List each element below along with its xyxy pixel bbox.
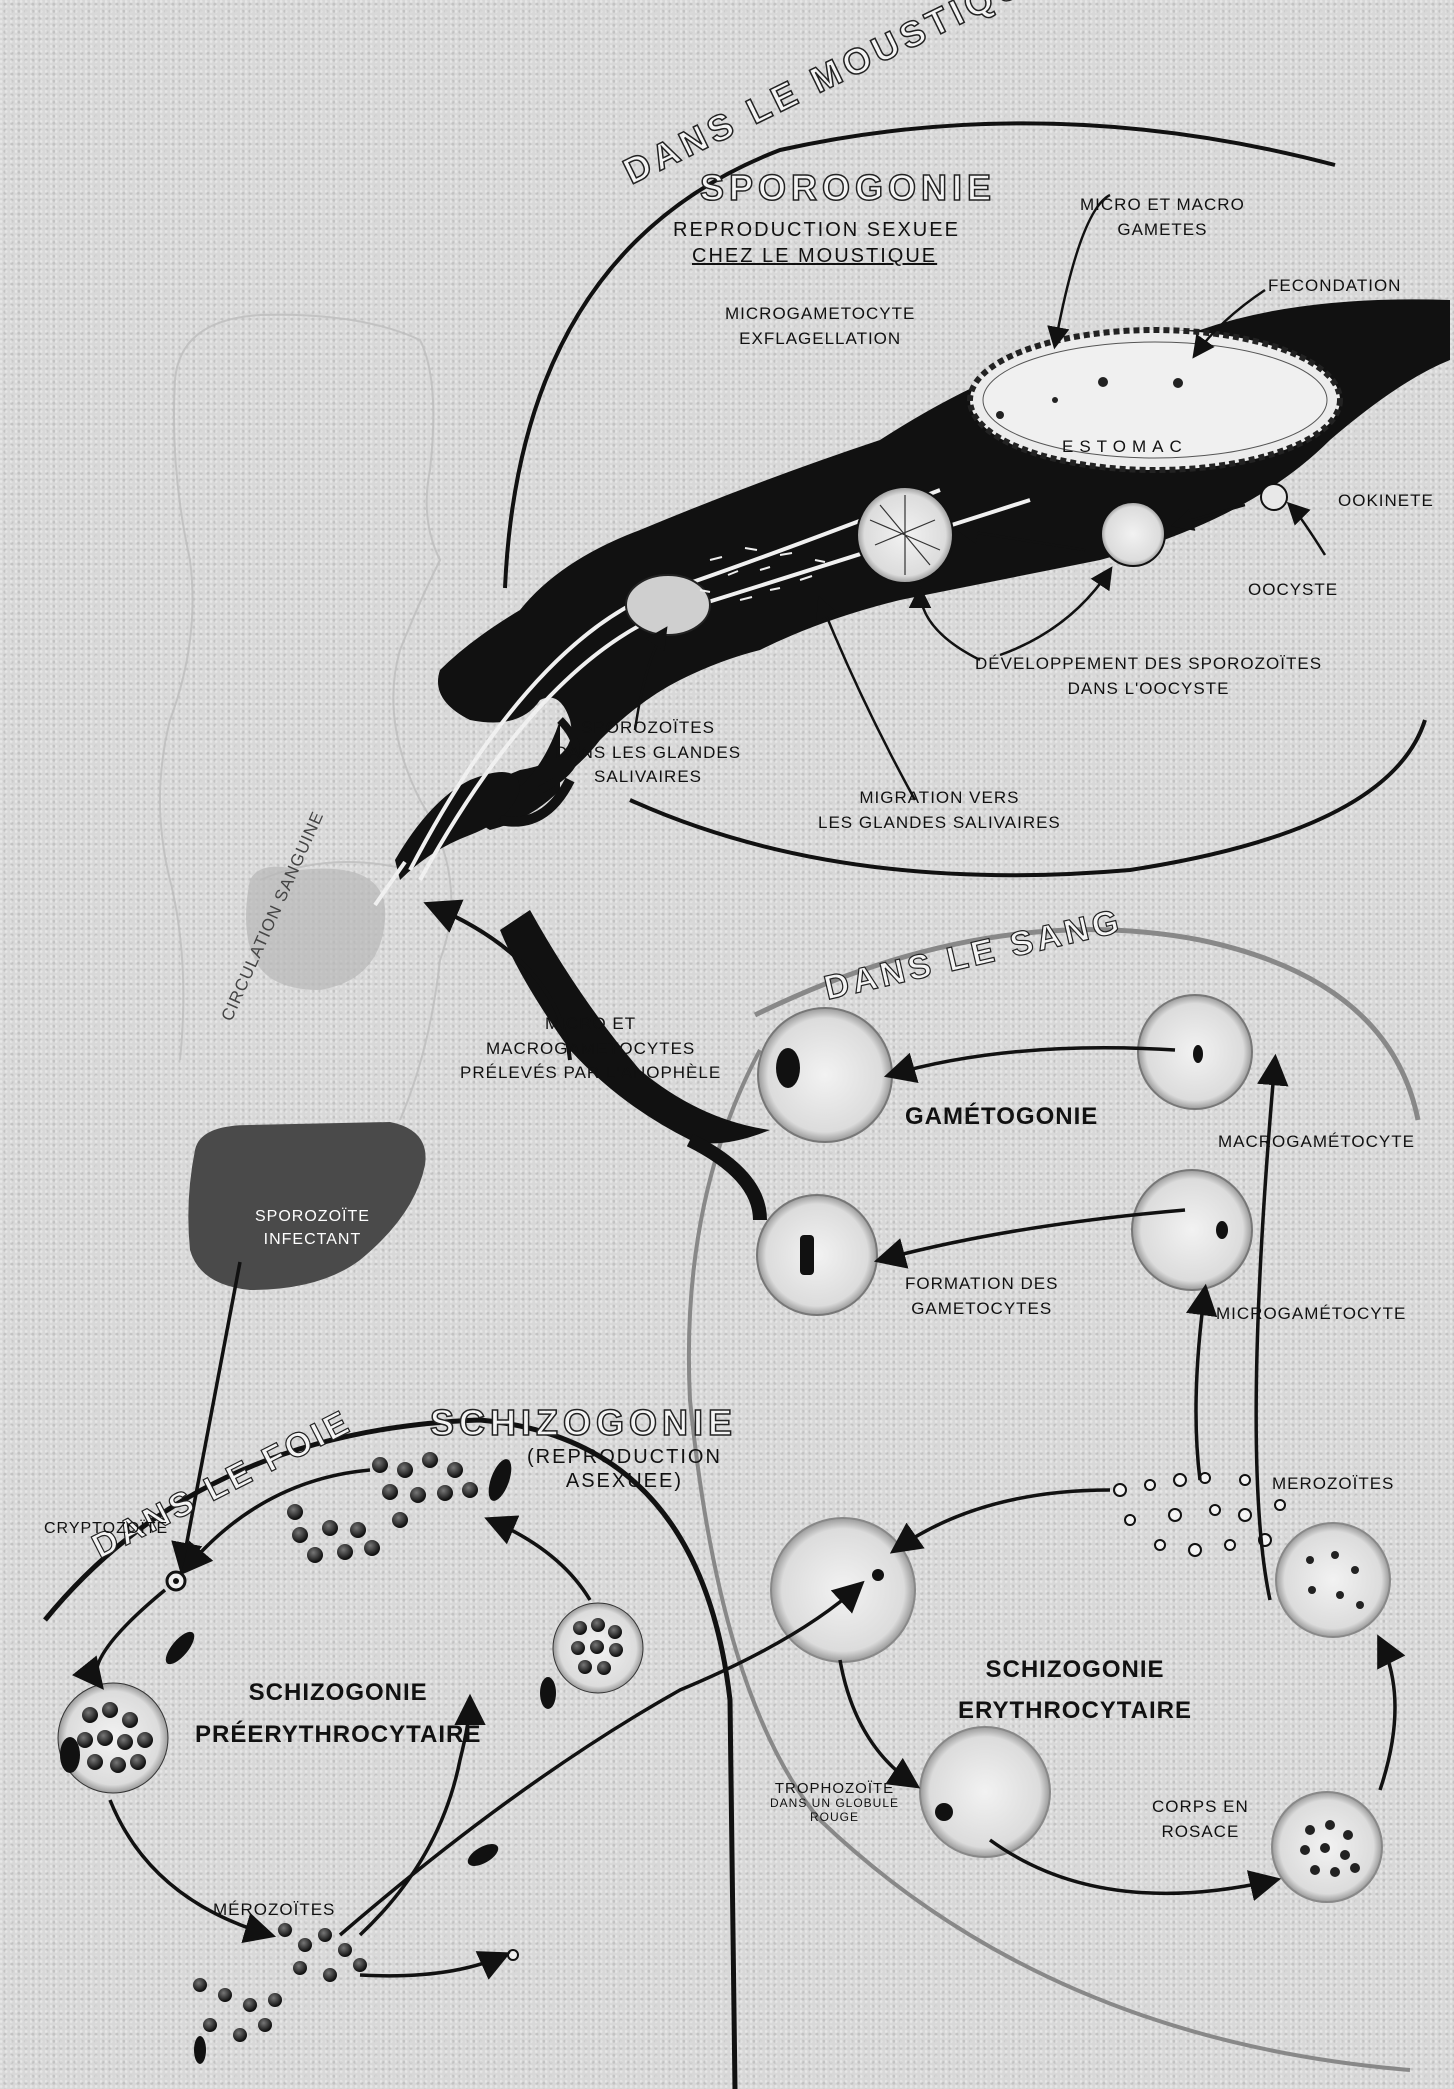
- blood-cell-microgametocyte: [1132, 1170, 1252, 1290]
- label-schizogonie-ery-line2: ERYTHROCYTAIRE: [958, 1691, 1192, 1732]
- label-sporozoite-line2: INFECTANT: [255, 1228, 370, 1251]
- label-developpement-line2: DANS L'OOCYSTE: [975, 677, 1322, 702]
- blood-cell-gametocyte-bottom-left: [757, 1195, 877, 1315]
- bursting-schizont: [1276, 1523, 1390, 1637]
- label-sporozoite-line1: SPOROZOÏTE: [255, 1205, 370, 1228]
- label-corps-en: CORPS EN: [1152, 1795, 1249, 1820]
- label-macrogametocytes: MACROGAMETOCYTES: [460, 1037, 721, 1062]
- label-sporozoite-infectant: SPOROZOÏTE INFECTANT: [255, 1205, 370, 1251]
- liver-arrows: [96, 1262, 860, 1976]
- blood-arrows: [840, 1048, 1395, 1894]
- label-schizogonie-preerythrocytaire: SCHIZOGONIE PRÉERYTHROCYTAIRE: [195, 1672, 481, 1756]
- label-exflagellation-line2: EXFLAGELLATION: [725, 327, 915, 352]
- label-formation-gametocytes: FORMATION DES GAMETOCYTES: [905, 1272, 1058, 1321]
- label-rosace: ROSACE: [1152, 1820, 1249, 1845]
- label-reproduction-asexuee: (REPRODUCTION ASEXUEE): [527, 1445, 722, 1493]
- sporogonie-title: SPOROGONIE: [700, 162, 996, 214]
- label-sporozoites-line1: SPOROZOÏTES: [555, 716, 741, 741]
- blood-cell-trophozoite: [920, 1727, 1050, 1857]
- label-developpement-line1: DÉVELOPPEMENT DES SPOROZOÏTES: [975, 652, 1322, 677]
- label-ookinete: OOKINETE: [1338, 489, 1434, 514]
- label-estomac: ESTOMAC: [1062, 435, 1188, 460]
- oocyst: [1101, 502, 1165, 566]
- label-micro-et: MICRO ET: [460, 1012, 721, 1037]
- label-micro-macro-gametes-line1: MICRO ET MACRO: [1080, 193, 1245, 218]
- salivary-gland: [626, 575, 710, 635]
- label-microgametocyte-line1: MICROGAMETOCYTE: [725, 302, 915, 327]
- liver-merozoites-bottom: [193, 1923, 367, 2042]
- label-asexuee: ASEXUEE): [527, 1469, 722, 1493]
- label-merozoites-blood: MEROZOÏTES: [1272, 1472, 1394, 1497]
- label-micro-macro-gametes-line2: GAMETES: [1080, 218, 1245, 243]
- label-migration-line2: LES GLANDES SALIVAIRES: [818, 811, 1061, 836]
- label-corps-en-rosace: CORPS EN ROSACE: [1152, 1795, 1249, 1844]
- label-migration: MIGRATION VERS LES GLANDES SALIVAIRES: [818, 786, 1061, 835]
- label-oocyste: OOCYSTE: [1248, 578, 1338, 603]
- sporogonie-subtitle-1: REPRODUCTION SEXUEE: [673, 216, 960, 245]
- label-schizogonie-ery-line1: SCHIZOGONIE: [958, 1650, 1192, 1691]
- label-migration-line1: MIGRATION VERS: [818, 786, 1061, 811]
- label-trophozoite-line2: DANS UN GLOBULE: [770, 1797, 899, 1811]
- label-fecondation: FECONDATION: [1268, 274, 1401, 299]
- label-macrogametocyte: MACROGAMÉTOCYTE: [1218, 1130, 1415, 1155]
- label-cryptozoite: CRYPTOZOÏTE: [44, 1517, 168, 1540]
- label-sporozoites-line3: SALIVAIRES: [555, 765, 741, 790]
- liver-merozoites-top: [287, 1452, 478, 1563]
- label-gametogonie: GAMÉTOGONIE: [905, 1100, 1098, 1135]
- label-schizogonie-erythrocytaire: SCHIZOGONIE ERYTHROCYTAIRE: [958, 1650, 1192, 1732]
- ookinete-cell: [1261, 484, 1287, 510]
- human-silhouette: [160, 315, 451, 1120]
- label-schizogonie-title: SCHIZOGONIE: [430, 1397, 737, 1449]
- blood-cell-young-trophozoite: [771, 1518, 915, 1662]
- label-sporozoites-line2: DANS LES GLANDES: [555, 741, 741, 766]
- label-trophozoite: TROPHOZOÏTE DANS UN GLOBULE ROUGE: [770, 1780, 899, 1825]
- label-microgametocyte-exflagellation: MICROGAMETOCYTE EXFLAGELLATION: [725, 302, 915, 351]
- label-schizogonie-pre-line2: PRÉERYTHROCYTAIRE: [195, 1714, 481, 1756]
- label-micro-macrogametocytes: MICRO ET MACROGAMETOCYTES PRÉLEVÉS PAR L…: [460, 1012, 721, 1086]
- label-reproduction: (REPRODUCTION: [527, 1445, 722, 1469]
- label-developpement: DÉVELOPPEMENT DES SPOROZOÏTES DANS L'OOC…: [975, 652, 1322, 701]
- label-trophozoite-line3: ROUGE: [770, 1811, 899, 1825]
- label-trophozoite-line1: TROPHOZOÏTE: [770, 1780, 899, 1797]
- label-microgametocyte: MICROGAMÉTOCYTE: [1216, 1302, 1406, 1327]
- label-sporozoites-glandes: SPOROZOÏTES DANS LES GLANDES SALIVAIRES: [555, 716, 741, 790]
- label-formation-line2: GAMETOCYTES: [905, 1297, 1058, 1322]
- sporogonie-subtitle-2: CHEZ LE MOUSTIQUE: [692, 242, 937, 271]
- label-preleves-anophele: PRÉLEVÉS PAR L'ANOPHÈLE: [460, 1061, 721, 1086]
- label-merozoites-liver: MÉROZOÏTES: [213, 1898, 335, 1923]
- label-schizogonie-pre-line1: SCHIZOGONIE: [195, 1672, 481, 1714]
- label-micro-macro-gametes: MICRO ET MACRO GAMETES: [1080, 193, 1245, 242]
- label-formation-line1: FORMATION DES: [905, 1272, 1058, 1297]
